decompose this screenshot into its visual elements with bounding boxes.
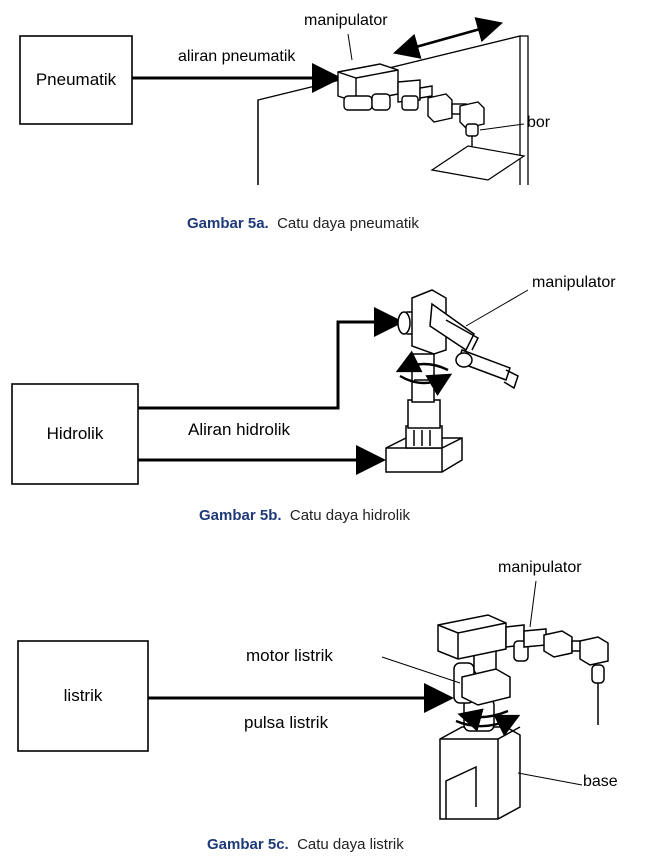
caption-number-5b: Gambar 5b. <box>199 507 282 524</box>
figure-5b-drawing <box>11 289 529 485</box>
figure-5b: Hidrolik Aliran hidrolik manipulator Gam… <box>0 250 654 535</box>
caption-text-5b: Catu daya hidrolik <box>289 507 410 524</box>
motor-label-5c: motor listrik <box>246 646 333 665</box>
figure-5c: listrik motor listrik pulsa listrik mani… <box>0 545 654 862</box>
pneumatic-box-label: Pneumatik <box>35 70 117 89</box>
figure-5c-drawing <box>17 580 609 820</box>
caption-number-5c: Gambar 5c. <box>207 836 289 853</box>
flow-label-5a: aliran pneumatik <box>178 48 296 65</box>
pneumatic-source-box <box>19 35 133 125</box>
caption-number-5a: Gambar 5a. <box>187 215 269 232</box>
drill-label: bor <box>527 114 551 131</box>
caption-text-5a: Catu daya pneumatik <box>277 215 419 232</box>
manipulator-label-5b: manipulator <box>532 274 616 291</box>
figure-5a: Pneumatik aliran pneumatik manipulator b… <box>0 0 654 245</box>
hydraulic-box-label: Hidrolik <box>46 424 104 443</box>
rotation-arrow-5b <box>399 373 453 397</box>
electric-box-label: listrik <box>63 686 103 705</box>
manipulator-5b <box>385 289 519 473</box>
motion-double-arrow <box>392 17 504 59</box>
manipulator-label-5a: manipulator <box>304 12 388 29</box>
caption-5c: Gambar 5c. Catu daya listrik <box>207 836 404 853</box>
flow-label-5b: Aliran hidrolik <box>188 420 291 439</box>
base-label-5c: base <box>583 773 618 790</box>
manipulator-label-5c: manipulator <box>498 559 582 576</box>
electric-source-box <box>17 640 149 752</box>
manipulator-5c <box>437 614 609 820</box>
work-plate <box>430 145 526 181</box>
hydraulic-upper-arrow <box>138 307 404 410</box>
hydraulic-source-box <box>11 383 139 485</box>
caption-5b: Gambar 5b. Catu daya hidrolik <box>199 507 410 524</box>
caption-5a: Gambar 5a. Catu daya pneumatik <box>187 215 419 232</box>
caption-text-5c: Catu daya listrik <box>297 836 404 853</box>
pulse-label-5c: pulsa listrik <box>244 713 329 732</box>
figure-5a-drawing <box>19 17 529 185</box>
